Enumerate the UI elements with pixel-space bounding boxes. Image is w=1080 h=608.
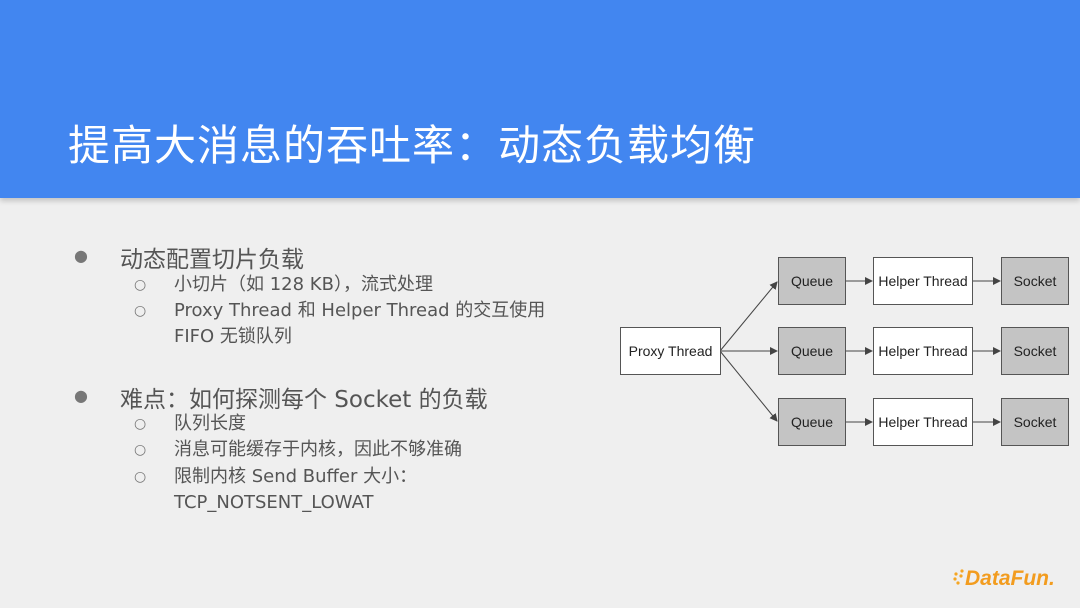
queue-node-1: Queue	[778, 257, 846, 305]
sub-bullet-item: ○ 队列长度	[134, 411, 584, 437]
datafun-logo-text: DataFun.	[965, 567, 1055, 590]
bullet-list: ● 动态配置切片负载 ○ 小切片（如 128 KB），流式处理 ○ Proxy …	[74, 240, 584, 516]
sub-bullet-text: 消息可能缓存于内核，因此不够准确	[174, 439, 462, 460]
bullet-dot-icon: ●	[74, 246, 88, 265]
sub-bullet-circle-icon: ○	[134, 277, 147, 293]
bullet-text: 动态配置切片负载	[120, 247, 304, 273]
helper-thread-node-3: Helper Thread	[873, 398, 973, 446]
datafun-logo: DataFun.	[952, 563, 1064, 593]
diagram-connectors	[719, 277, 1001, 426]
arrow-proxy-to-queue-3	[719, 350, 778, 422]
datafun-logo-mark: DataFun.	[953, 567, 1055, 590]
bullet-dot-icon: ●	[74, 386, 88, 405]
queue-node-3: Queue	[778, 398, 846, 446]
sub-bullet-circle-icon: ○	[134, 416, 147, 432]
sub-bullet-text: 小切片（如 128 KB），流式处理	[174, 274, 433, 295]
sub-bullet-circle-icon: ○	[134, 303, 147, 319]
title-banner: 提高大消息的吞吐率：动态负载均衡	[0, 0, 1080, 198]
sub-bullet-item: ○ Proxy Thread 和 Helper Thread 的交互使用 FIF…	[134, 298, 584, 350]
sub-bullet-circle-icon: ○	[134, 442, 147, 458]
queue-node-2: Queue	[778, 327, 846, 375]
proxy-thread-node: Proxy Thread	[620, 327, 721, 375]
bullet-text: 难点：如何探测每个 Socket 的负载	[120, 387, 488, 413]
socket-node-2: Socket	[1001, 327, 1069, 375]
sub-bullet-item: ○ 消息可能缓存于内核，因此不够准确	[134, 437, 584, 463]
sub-bullet-circle-icon: ○	[134, 469, 147, 485]
sub-bullet-item: ○ 限制内核 Send Buffer 大小：TCP_NOTSENT_LOWAT	[134, 464, 444, 516]
thread-diagram: Proxy Thread Queue Helper Thread Socket …	[600, 240, 1080, 460]
arrow-proxy-to-queue-1	[719, 281, 778, 352]
socket-node-3: Socket	[1001, 398, 1069, 446]
helper-thread-node-1: Helper Thread	[873, 257, 973, 305]
sub-bullet-item: ○ 小切片（如 128 KB），流式处理	[134, 272, 584, 298]
sub-bullet-text: 队列长度	[174, 413, 246, 434]
sub-bullet-text: 限制内核 Send Buffer 大小：TCP_NOTSENT_LOWAT	[174, 466, 418, 513]
bullet-item: ● 动态配置切片负载	[74, 240, 304, 274]
sub-bullet-text: Proxy Thread 和 Helper Thread 的交互使用 FIFO …	[174, 300, 546, 347]
bullet-item: ● 难点：如何探测每个 Socket 的负载	[74, 380, 488, 414]
helper-thread-node-2: Helper Thread	[873, 327, 973, 375]
slide-title: 提高大消息的吞吐率：动态负载均衡	[68, 121, 757, 170]
socket-node-1: Socket	[1001, 257, 1069, 305]
